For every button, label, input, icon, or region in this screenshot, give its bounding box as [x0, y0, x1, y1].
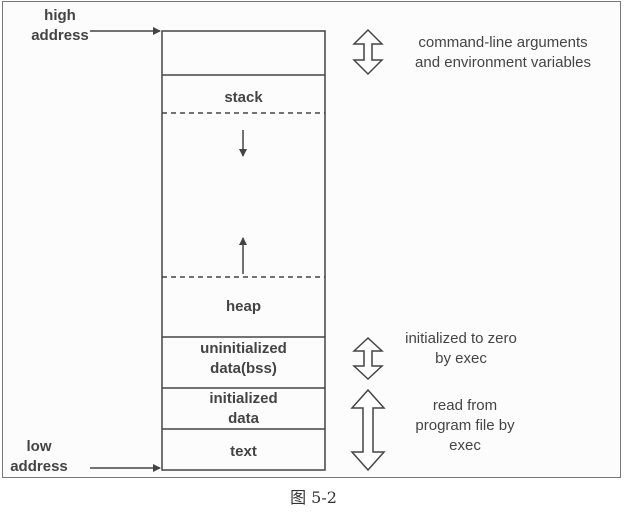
low-address-label: low address — [4, 437, 74, 477]
bss-label-line-2: data(bss) — [210, 360, 277, 377]
bss-label: uninitialized data(bss) — [162, 339, 325, 379]
memory-layout-diagram — [90, 27, 386, 472]
bss-double-arrow — [352, 336, 384, 381]
args-double-arrow — [352, 28, 384, 76]
program-annotation-line-1: read from — [432, 397, 498, 414]
figure-caption: 图 5-2 — [290, 488, 337, 507]
data-label-line-2: data — [228, 410, 259, 427]
text-label: text — [230, 443, 257, 460]
heap-label: heap — [225, 298, 261, 315]
bss-annotation: initialized to zero by exec — [386, 329, 536, 369]
args-annotation: command-line arguments and environment v… — [392, 33, 614, 73]
low-address-line-2: address — [10, 458, 68, 475]
high-address-line-2: address — [31, 27, 89, 44]
args-annotation-line-1: command-line arguments — [418, 34, 588, 51]
program-annotation-line-2: program file by — [415, 417, 515, 434]
stack-label: stack — [224, 89, 263, 106]
figure-frame — [2, 1, 621, 478]
program-annotation-line-3: exec — [449, 437, 481, 454]
program-annotation: read from program file by exec — [395, 396, 535, 456]
high-address-label: high address — [28, 6, 92, 46]
bss-annotation-line-1: initialized to zero — [405, 330, 517, 347]
bss-annotation-line-2: by exec — [435, 350, 487, 367]
low-address-line-1: low — [26, 438, 52, 455]
bss-label-line-1: uninitialized — [200, 340, 287, 357]
high-address-line-1: high — [44, 7, 76, 24]
memory-box — [161, 30, 326, 471]
data-label-line-1: initialized — [209, 390, 278, 407]
args-annotation-line-2: and environment variables — [415, 54, 591, 71]
data-label: initialized data — [162, 389, 325, 429]
program-double-arrow — [350, 388, 386, 472]
